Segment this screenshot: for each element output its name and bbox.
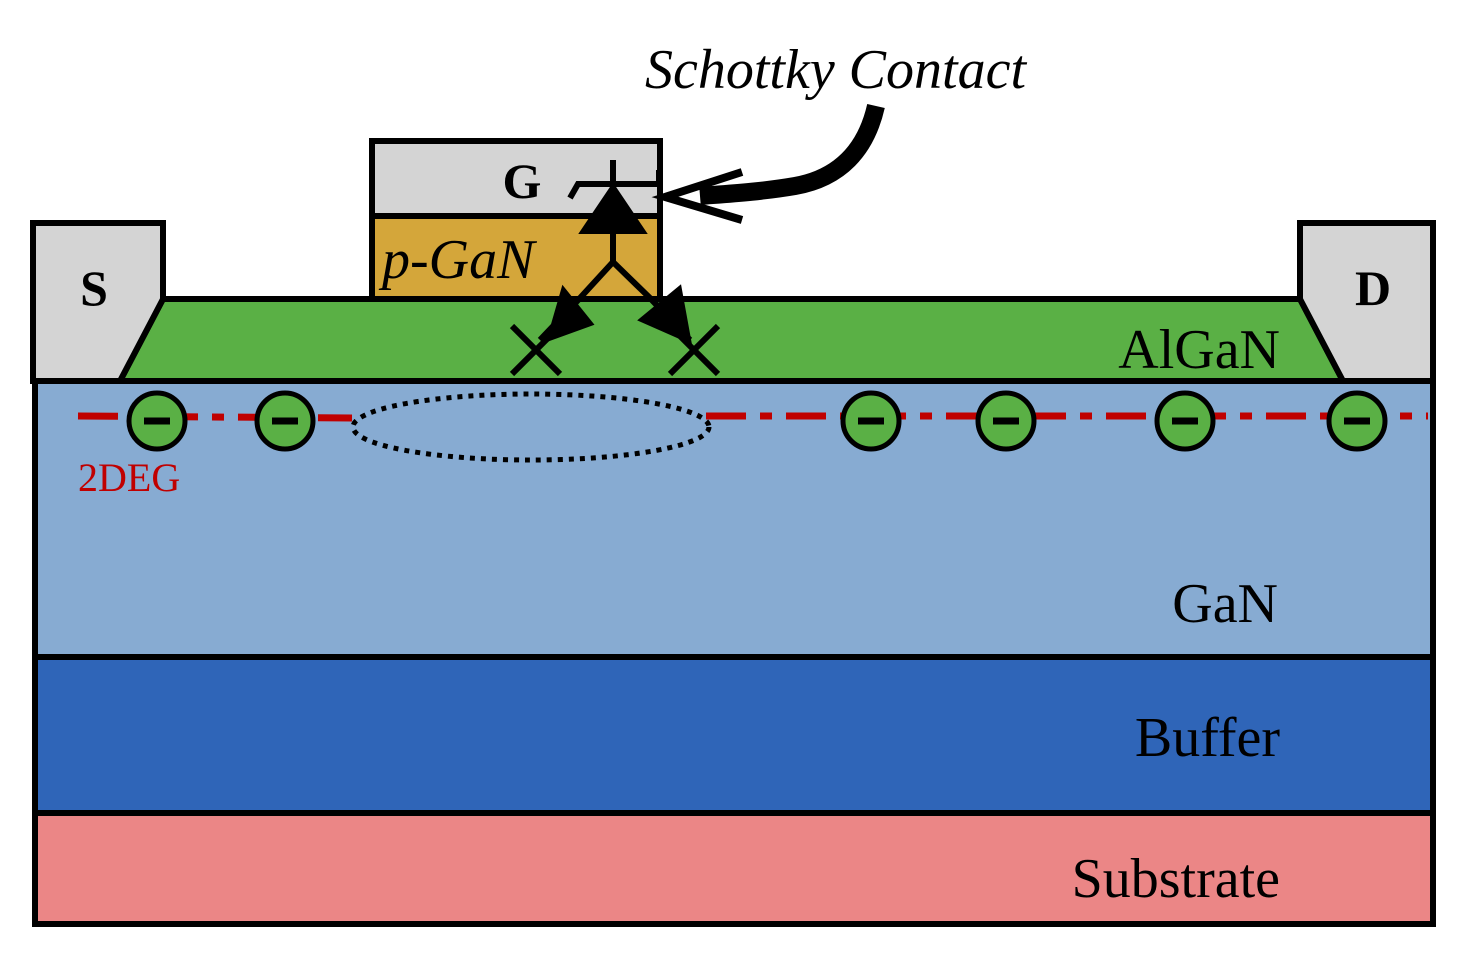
pgan-label: p-GaN	[378, 229, 537, 291]
schottky-diode-icon	[567, 160, 662, 301]
schottky-arrow-icon	[651, 103, 885, 224]
electron-group	[126, 390, 1388, 452]
buffer-label: Buffer	[1135, 707, 1280, 769]
electron-1	[126, 390, 188, 452]
substrate-layer	[32, 810, 1436, 927]
gan-label: GaN	[1172, 573, 1278, 635]
electron-5	[1154, 390, 1216, 452]
substrate-label: Substrate	[1072, 848, 1280, 910]
source-contact	[30, 220, 166, 384]
gate-label: G	[503, 153, 542, 209]
twodeg-label: 2DEG	[78, 455, 180, 500]
electron-2	[254, 390, 316, 452]
algan-label: AlGaN	[1118, 319, 1280, 381]
blocked-x-icon	[509, 323, 721, 377]
electron-4	[975, 390, 1037, 452]
electron-3	[840, 390, 902, 452]
schottky-label: Schottky Contact	[645, 39, 1027, 101]
electron-6	[1326, 390, 1388, 452]
drain-contact	[1297, 220, 1436, 384]
drain-label: D	[1355, 260, 1391, 316]
twodeg-line	[77, 412, 1428, 422]
depletion-region	[350, 391, 712, 463]
source-label: S	[80, 260, 108, 316]
buffer-layer	[32, 654, 1436, 816]
